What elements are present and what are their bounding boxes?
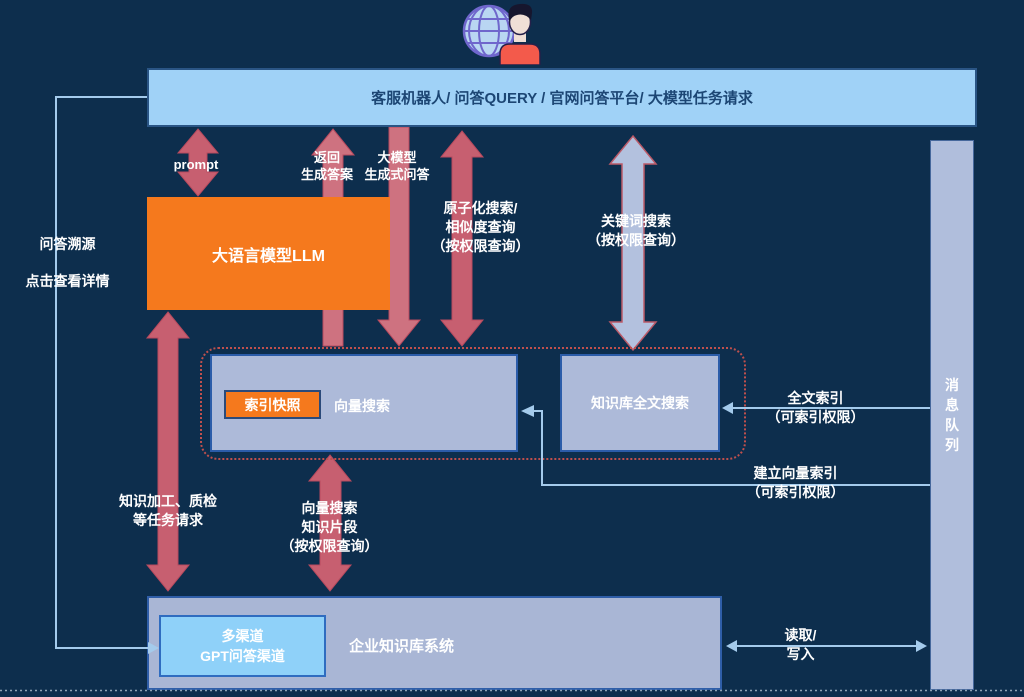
globe-grid: [464, 6, 514, 56]
read-write-arrowhead-right: [916, 640, 927, 652]
message-queue-label: 消息队列: [945, 377, 959, 453]
index-snapshot-button: 索引快照: [224, 390, 321, 419]
knowledge-tasks-arrow: [145, 311, 191, 592]
read-write-label: 读取/ 写入: [784, 627, 817, 662]
gpt-channel-label: 多渠道 GPT问答渠道: [200, 628, 285, 664]
keyword-search-label: 关键词搜索 （按权限查询）: [587, 213, 685, 248]
fulltext-index-label: 全文索引 （可索引权限）: [766, 390, 865, 425]
llm-box: 大语言模型LLM: [147, 197, 390, 310]
knowledge-base-system-box: 多渠道 GPT问答渠道 企业知识库系统: [147, 596, 722, 690]
globe-user-icon: [462, 3, 541, 65]
gpt-channel-box: 多渠道 GPT问答渠道: [159, 615, 326, 677]
llm-box-label: 大语言模型LLM: [212, 247, 325, 265]
index-snapshot-label: 索引快照: [244, 396, 301, 413]
vector-search-label: 向量搜索: [334, 398, 390, 414]
top-channel-banner-label: 客服机器人/ 问答QUERY / 官网问答平台/ 大模型任务请求: [371, 90, 753, 107]
top-channel-banner: 客服机器人/ 问答QUERY / 官网问答平台/ 大模型任务请求: [147, 68, 977, 127]
knowledge-base-system-label: 企业知识库系统: [349, 638, 455, 655]
prompt-arrow-label: prompt: [173, 157, 219, 172]
kb-fulltext-search-label: 知识库全文搜索: [591, 395, 689, 411]
knowledge-tasks-label: 知识加工、质检 等任务请求: [119, 493, 217, 528]
search-group-dashed-container: [200, 347, 746, 460]
build-vector-index-label: 建立向量索引 （可索引权限）: [746, 465, 845, 500]
atomic-search-label: 原子化搜索/ 相似度查询 （按权限查询）: [431, 200, 530, 254]
person-hair: [508, 3, 533, 21]
person-body: [499, 43, 541, 65]
qa-trace-title[interactable]: 问答溯源: [39, 236, 96, 252]
read-write-arrowhead-left: [726, 640, 737, 652]
vector-search-box: 索引快照 向量搜索: [210, 354, 518, 452]
qa-trace-subtitle[interactable]: 点击查看详情: [25, 273, 110, 289]
trace-connector-line: [55, 96, 149, 649]
kb-fulltext-search-box: 知识库全文搜索: [560, 354, 720, 452]
message-queue-bar: 消息队列: [930, 140, 974, 690]
vector-fragment-label: 向量搜索 知识片段 （按权限查询）: [280, 500, 379, 554]
generative-qa-label: 大模型 生成式问答: [364, 150, 430, 182]
